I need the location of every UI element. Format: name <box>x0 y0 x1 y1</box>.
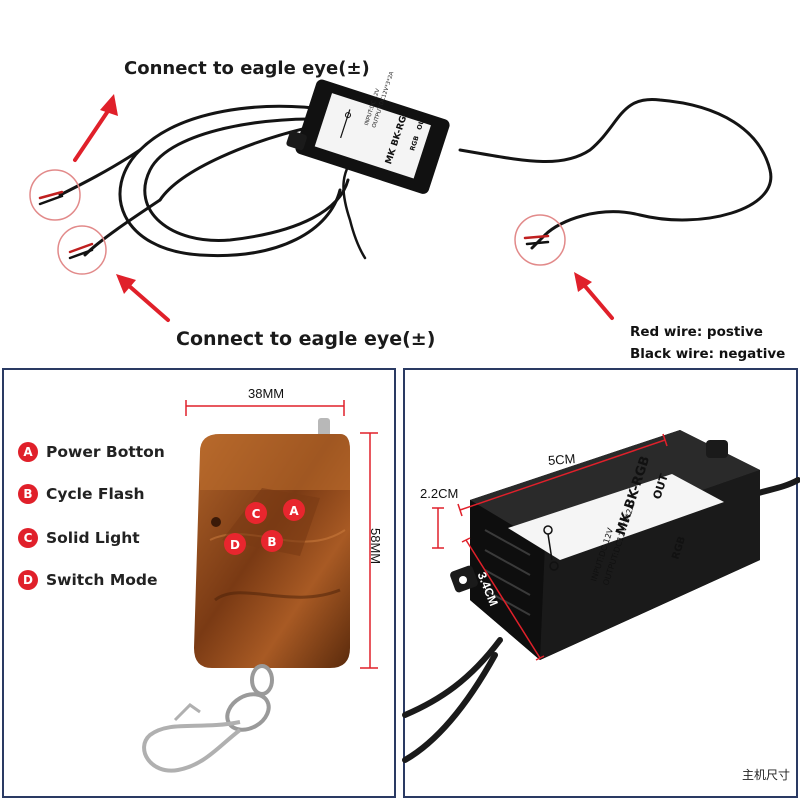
wire-end-circle-2 <box>57 225 107 275</box>
dim-width-label: 38MM <box>248 386 285 401</box>
module-length-label: 5CM <box>547 451 576 468</box>
keychain-clasp <box>142 664 274 773</box>
wire-end-circle-1 <box>29 169 81 221</box>
legend-text-b: Cycle Flash <box>46 485 145 503</box>
remote-button-c[interactable]: C <box>245 502 267 524</box>
legend-item-a: A Power Botton <box>18 442 165 462</box>
module-panel <box>403 368 798 798</box>
remote-button-a[interactable]: A <box>283 499 305 521</box>
wire-end-circle-3 <box>514 214 566 266</box>
controller-module-photo: MK BK-RGB INPUT:DC 12V OUTPUT:DC12V*3*2A… <box>286 71 450 194</box>
svg-text:C: C <box>252 507 261 521</box>
black-wire-note: Black wire: negative <box>630 346 786 362</box>
remote-illustration: C A D B <box>142 400 378 773</box>
svg-text:D: D <box>230 538 240 552</box>
caption-connect-top: Connect to eagle eye(±) <box>124 58 370 79</box>
red-wire-note: Red wire: postive <box>630 324 763 340</box>
svg-text:B: B <box>267 535 276 549</box>
remote-button-b[interactable]: B <box>261 530 283 552</box>
remote-button-d[interactable]: D <box>224 533 246 555</box>
legend-item-d: D Switch Mode <box>18 570 158 590</box>
legend-badge-d: D <box>18 570 38 590</box>
legend-badge-b: B <box>18 484 38 504</box>
red-arrows <box>73 94 614 322</box>
module-height-label: 2.2CM <box>420 486 459 501</box>
wiring-illustration: MK BK-RGB INPUT:DC 12V OUTPUT:DC12V*3*2A… <box>29 71 773 322</box>
legend-text-a: Power Botton <box>46 443 165 461</box>
module-size-caption: 主机尺寸 <box>741 768 790 782</box>
legend-item-b: B Cycle Flash <box>18 484 145 504</box>
dim-height-label: 58MM <box>368 528 383 565</box>
legend-item-c: C Solid Light <box>18 528 140 548</box>
legend-text-c: Solid Light <box>46 529 140 547</box>
legend-badge-a: A <box>18 442 38 462</box>
legend-text-d: Switch Mode <box>46 571 158 589</box>
caption-connect-bottom: Connect to eagle eye(±) <box>176 328 436 350</box>
legend-badge-c: C <box>18 528 38 548</box>
svg-text:A: A <box>289 504 299 518</box>
